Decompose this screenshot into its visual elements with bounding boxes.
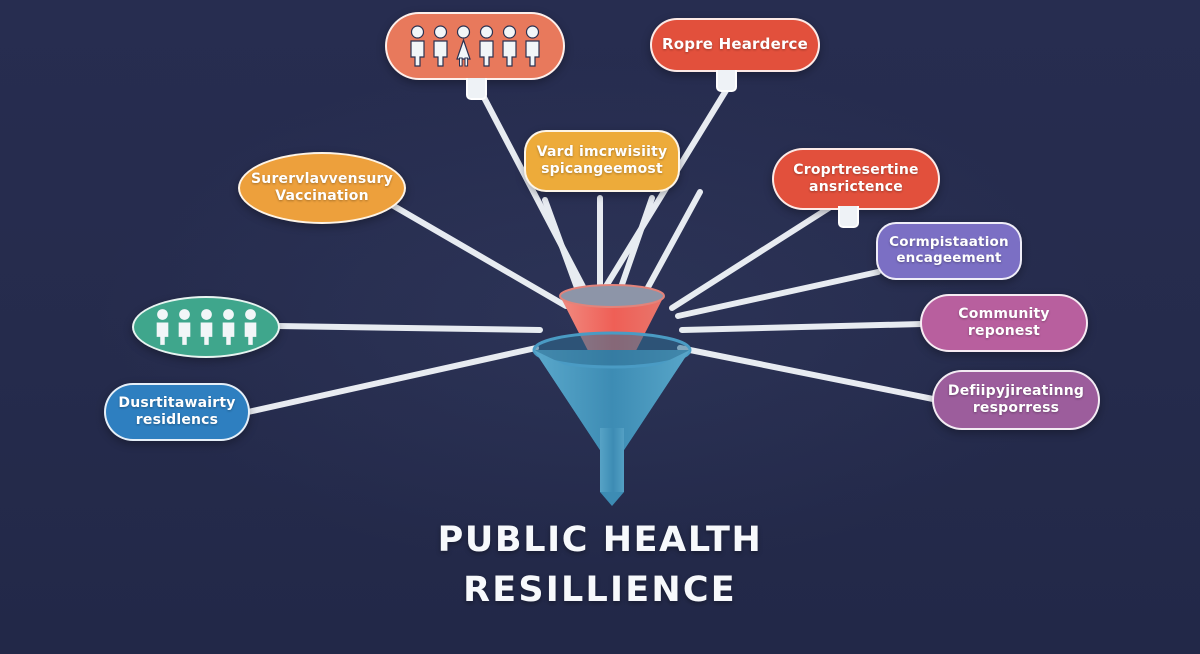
person-icon [502, 25, 517, 67]
node-label: Cormpistaation encageement [889, 234, 1009, 266]
edge-vard-a [542, 197, 583, 299]
people-icon-row-green [144, 308, 268, 346]
person-icon [479, 25, 494, 67]
people-group-orange[interactable] [385, 12, 565, 80]
person-icon [178, 309, 190, 345]
edge-dusrtitawairty [245, 345, 539, 415]
title-line-1: PUBLIC HEALTH [437, 520, 763, 560]
people-icon-row-orange [397, 25, 553, 67]
node-notch-ropre [716, 70, 737, 92]
edge-cormpistaation [675, 269, 881, 319]
person-icon [433, 25, 448, 67]
person-icon-female [456, 25, 471, 67]
funnel-hub-icon [532, 284, 692, 506]
node-label: Community reponest [958, 306, 1050, 339]
node-defiipyjireatinng-resporress[interactable]: Defiipyjireatinng resporress [932, 370, 1100, 430]
edge-defiipyjireatinng [677, 345, 941, 403]
person-icon [244, 309, 256, 345]
node-label: Vard imcrwisiity spicangeemost [536, 144, 668, 177]
title-line-2: RESILLIENCE [463, 569, 737, 610]
node-surervlavvensury-vaccination[interactable]: Surervlavvensury Vaccination [238, 152, 406, 224]
edge-croprtresertine [669, 203, 835, 311]
edge-vard-c [615, 195, 655, 299]
node-notch-croprtresertine [838, 206, 859, 228]
people-group-green[interactable] [132, 296, 280, 358]
node-dusrtitawairty-residlencs[interactable]: Dusrtitawairty residlencs [104, 383, 250, 441]
person-icon [410, 25, 425, 67]
person-icon [525, 25, 540, 67]
node-label: Dusrtitawairty residlencs [118, 395, 236, 428]
edge-surervlavvensury [389, 202, 569, 309]
node-label: Croprtresertine ansrictence [793, 162, 919, 195]
node-community-reponest[interactable]: Community reponest [920, 294, 1088, 352]
edge-community-reponest [679, 321, 925, 333]
node-label: Surervlavvensury Vaccination [251, 171, 393, 204]
node-notch-people-orange [466, 78, 487, 100]
node-label: Defiipyjireatinng resporress [947, 383, 1085, 416]
node-label: Ropre Hearderce [662, 35, 809, 54]
diagram-title: PUBLIC HEALTH RESILLIENCE [0, 516, 1200, 615]
person-icon [156, 309, 168, 345]
node-croprtresertine-ansrictence[interactable]: Croprtresertine ansrictence [772, 148, 940, 210]
edge-vard-d [637, 189, 703, 305]
edge-people-green [275, 323, 543, 333]
node-cormpistaation-encageement[interactable]: Cormpistaation encageement [876, 222, 1022, 280]
person-icon [222, 309, 234, 345]
node-ropre-hearderce[interactable]: Ropre Hearderce [650, 18, 820, 72]
node-vard-imcrwisiity-spicangeemost[interactable]: Vard imcrwisiity spicangeemost [524, 130, 680, 192]
person-icon [200, 309, 212, 345]
